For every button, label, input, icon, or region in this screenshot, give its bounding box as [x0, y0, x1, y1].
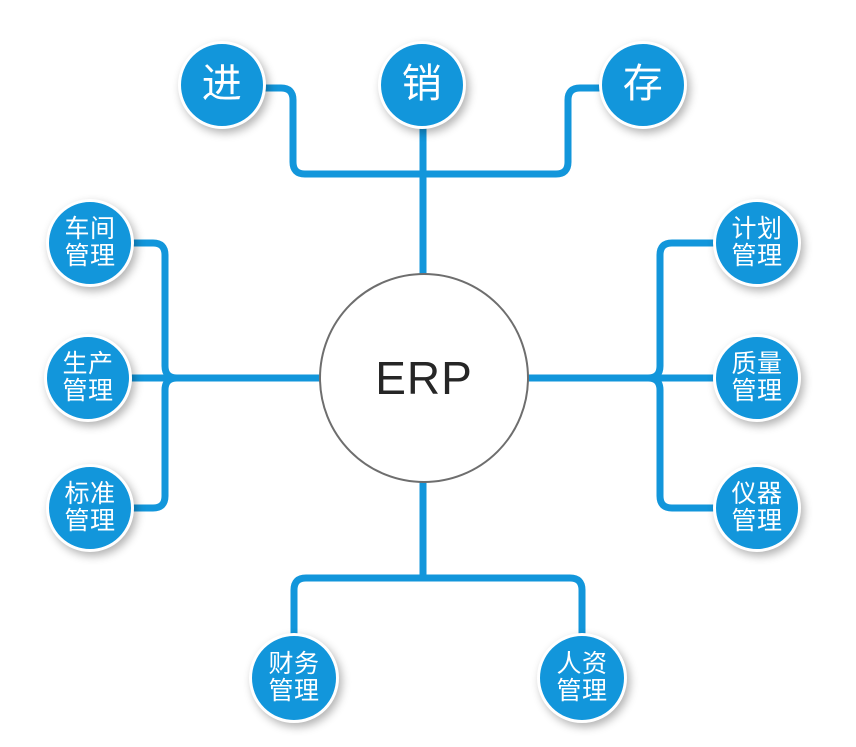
node-finance-mgmt[interactable]: 财务 管理: [249, 633, 339, 723]
node-plan-mgmt-label-1: 计划: [731, 215, 783, 243]
node-jin-label-1: 进: [201, 62, 243, 107]
node-instrument-mgmt[interactable]: 仪器 管理: [713, 464, 801, 552]
node-xiao-label-1: 销: [401, 62, 443, 107]
connector-jin: [262, 84, 427, 178]
node-instrument-mgmt-label-2: 管理: [731, 507, 783, 535]
connector-workshop-mgmt: [130, 239, 181, 382]
node-hr-mgmt-label-2: 管理: [556, 677, 608, 705]
node-quality-mgmt-label-1: 质量: [731, 350, 783, 378]
node-finance-mgmt-label-2: 管理: [268, 677, 320, 705]
node-production-mgmt[interactable]: 生产 管理: [44, 334, 132, 422]
connector-hr-mgmt: [419, 574, 586, 638]
connector-plan-mgmt: [644, 239, 717, 382]
connector-instrument-mgmt: [644, 374, 717, 512]
node-hr-mgmt[interactable]: 人资 管理: [537, 633, 627, 723]
hub-node-erp[interactable]: ERP: [319, 273, 529, 483]
node-quality-mgmt[interactable]: 质量 管理: [713, 334, 801, 422]
node-cun-label-1: 存: [622, 62, 664, 107]
node-instrument-mgmt-label-1: 仪器: [731, 480, 783, 508]
node-workshop-mgmt-label-2: 管理: [64, 242, 116, 270]
node-hr-mgmt-label-1: 人资: [556, 650, 608, 678]
node-standard-mgmt[interactable]: 标准 管理: [46, 464, 134, 552]
node-workshop-mgmt[interactable]: 车间 管理: [46, 199, 134, 287]
connector-standard-mgmt: [130, 374, 181, 512]
hub-label: ERP: [375, 352, 473, 404]
node-plan-mgmt[interactable]: 计划 管理: [713, 199, 801, 287]
node-xiao[interactable]: 销: [378, 41, 466, 129]
node-standard-mgmt-label-1: 标准: [64, 480, 116, 508]
node-cun[interactable]: 存: [599, 41, 687, 129]
node-jin[interactable]: 进: [178, 41, 266, 129]
connector-cun: [419, 84, 603, 178]
node-plan-mgmt-label-2: 管理: [731, 242, 783, 270]
connector-finance-mgmt: [290, 574, 427, 638]
node-workshop-mgmt-label-1: 车间: [64, 215, 116, 243]
node-finance-mgmt-label-1: 财务: [268, 650, 320, 678]
node-production-mgmt-label-2: 管理: [62, 377, 114, 405]
node-quality-mgmt-label-2: 管理: [731, 377, 783, 405]
node-standard-mgmt-label-2: 管理: [64, 507, 116, 535]
node-production-mgmt-label-1: 生产: [62, 350, 114, 378]
